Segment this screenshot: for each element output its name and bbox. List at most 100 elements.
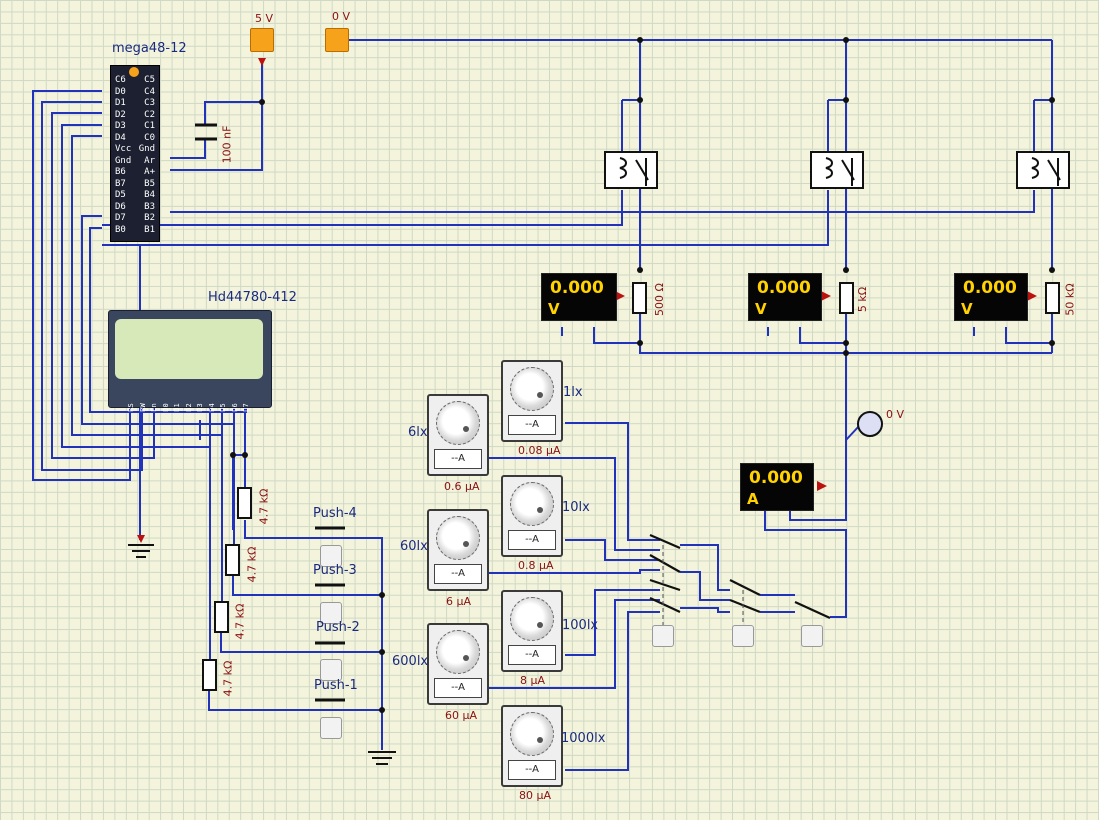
mcu-pin-label: B0 [115,224,126,235]
switch-1-button[interactable] [652,625,674,647]
0v-source[interactable] [325,28,349,52]
voltmeter-1: 0.000 V [541,273,617,321]
resistor-50k-label: 50 kΩ [1063,283,1077,316]
mcu-pin-label: D1 [115,98,126,108]
mcu-pin-label: Ar [144,155,155,166]
voltmeter-3: 0.000 V [954,273,1028,321]
mcu-pin-label: B3 [144,201,155,212]
sensor-6lx-current: 0.6 µA [444,480,480,493]
sensor-60lx-label: 60lx [400,539,428,554]
knob-pointer [537,507,543,513]
knob-pointer [537,392,543,398]
resistor-500-label: 500 Ω [652,283,666,316]
sensor-display: --A [508,530,556,550]
mcu-pin-label: B2 [144,213,155,223]
lcd-pin-label: D6 [230,403,239,412]
pull-resistor-3-label: 4.7 kΩ [245,546,259,583]
sensor-1lx-label: 1lx [563,385,583,400]
knob-icon[interactable] [510,712,554,756]
0v-label: 0 V [332,10,351,23]
knob-icon[interactable] [510,597,554,641]
light-sensor-100lx[interactable]: --A [501,590,563,672]
mcu-pin-label: B6 [115,167,126,177]
push-4-label: Push-4 [313,506,357,521]
voltmeter-2-reading: 0.000 [757,278,811,298]
voltmeter-1-reading: 0.000 [550,278,604,298]
push-1-label: Push-1 [314,678,358,693]
knob-icon[interactable] [436,401,480,445]
light-sensor-60lx[interactable]: --A [427,509,489,591]
mcu-pin-label: B5 [144,178,155,189]
lcd-pin-label: RS [126,403,135,412]
knob-icon[interactable] [436,516,480,560]
knob-icon[interactable] [510,367,554,411]
voltmeter-2-unit: V [755,300,767,318]
mcu-pin-label: Gnd [138,144,155,154]
knob-pointer [463,541,469,547]
switch-3-button[interactable] [801,625,823,647]
lcd-pin-label: D0 [161,403,170,412]
ammeter-unit: A [747,490,759,508]
lcd-name: Hd44780-412 [208,290,297,305]
sensor-60lx-current: 6 µA [446,595,472,608]
light-sensor-1lx[interactable]: --A [501,360,563,442]
light-sensor-600lx[interactable]: --A [427,623,489,705]
mcu-pin-label: D4 [115,132,126,143]
light-sensor-1000lx[interactable]: --A [501,705,563,787]
probe-label: 0 V [886,408,905,421]
knob-pointer [537,622,543,628]
push-1-button[interactable] [320,717,342,739]
sensor-display: --A [508,760,556,780]
mcu-notch [129,67,139,77]
mcu-pin-label: D7 [115,213,126,223]
lcd-pin-label: En [149,403,158,412]
mcu-pin-label: C3 [144,98,155,108]
knob-pointer [463,426,469,432]
lcd-pin-label: D7 [241,403,250,412]
switch-2-button[interactable] [732,625,754,647]
5v-label: 5 V [255,12,274,25]
mcu-pin-label: D2 [115,109,126,120]
mcu-pin-label: C6 [115,75,126,85]
light-sensor-6lx[interactable]: --A [427,394,489,476]
light-sensor-10lx[interactable]: --A [501,475,563,557]
capacitor-label: 100 nF [220,125,234,164]
5v-source[interactable] [250,28,274,52]
knob-icon[interactable] [510,482,554,526]
pull-resistor-2-label: 4.7 kΩ [233,603,247,640]
resistor-5k-label: 5 kΩ [856,286,870,313]
sensor-display: --A [434,564,482,584]
sensor-1lx-current: 0.08 µA [518,444,561,457]
push-3-button[interactable] [320,602,342,624]
sensor-6lx-label: 6lx [408,425,428,440]
push-4-button[interactable] [320,545,342,567]
mcu-pin-label: B7 [115,178,126,189]
mcu-pin-label: Gnd [115,155,132,166]
mcu-pin-label: D0 [115,86,126,97]
pull-resistor-1-label: 4.7 kΩ [221,660,235,697]
voltmeter-2: 0.000 V [748,273,822,321]
mcu-pin-label: D3 [115,121,126,131]
sensor-display: --A [508,415,556,435]
probe-icon[interactable] [857,411,883,437]
pull-resistor-4-label: 4.7 kΩ [257,488,271,525]
mcu-pin-label: Vcc [115,144,132,154]
mcu-pin-label: C2 [144,109,155,120]
voltmeter-1-unit: V [548,300,560,318]
lcd-pin-label: D5 [218,403,227,412]
sensor-1000lx-label: 1000lx [561,731,606,746]
sensor-1000lx-current: 80 µA [519,789,552,802]
knob-icon[interactable] [436,630,480,674]
lcd-pin-label: RW [138,403,147,412]
push-2-button[interactable] [320,659,342,681]
sensor-display: --A [508,645,556,665]
push-2-label: Push-2 [316,620,360,635]
ammeter: 0.000 A [740,463,814,511]
sensor-display: --A [434,678,482,698]
lcd-pin-label: D3 [195,403,204,412]
